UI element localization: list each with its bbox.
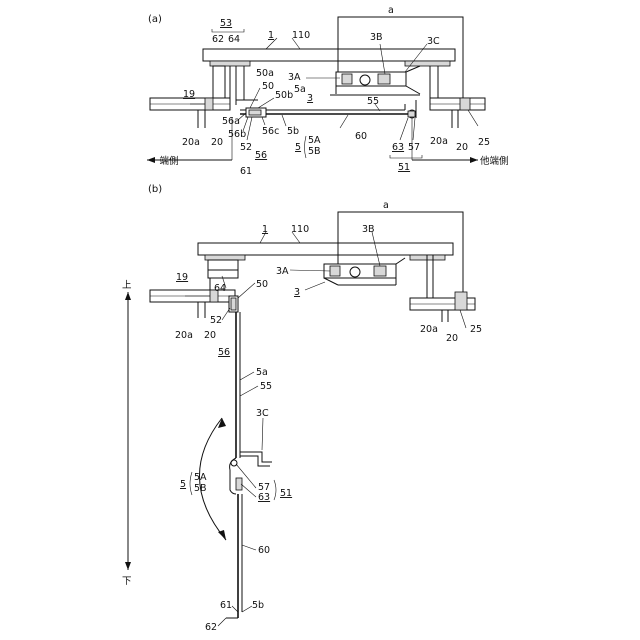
top-plate-b <box>198 243 453 255</box>
brace-51-a <box>390 155 422 158</box>
label-55-b: 55 <box>260 381 272 392</box>
label-20-left-a: 20 <box>211 137 223 148</box>
vertical-top-label: 上 <box>122 280 132 291</box>
direction-right-label: 他端側 <box>480 155 509 167</box>
label-5a-b: 5a <box>256 367 268 378</box>
label-25-a: 25 <box>478 137 490 148</box>
brace-51-b <box>274 480 276 500</box>
vertical-direction-arrow <box>125 292 131 570</box>
label-5b-a: 5b <box>287 126 299 137</box>
label-61-b: 61 <box>220 600 232 611</box>
label-51-a: 51 <box>398 162 410 173</box>
panel-a-caption: (a) <box>148 14 162 25</box>
label-3B-b: 3B <box>362 224 375 235</box>
brace-5-b <box>190 472 192 495</box>
label-60-b: 60 <box>258 545 270 556</box>
label-5-b: 5 <box>180 479 186 490</box>
label-50a-a: 50a <box>256 68 274 79</box>
label-64-b: 64 <box>214 283 226 294</box>
label-62-a: 62 <box>212 34 224 45</box>
label-110-a: 110 <box>292 30 310 41</box>
direction-left-label: 一端側 <box>150 155 179 167</box>
label-1-b: 1 <box>262 224 268 235</box>
panel-body-5-b <box>226 296 272 618</box>
label-3-a: 3 <box>307 93 313 104</box>
label-56a-a: 56a <box>222 116 240 127</box>
label-3-b: 3 <box>294 287 300 298</box>
label-62-b: 62 <box>205 622 217 633</box>
left-frame-a <box>150 98 230 128</box>
label-63-b: 63 <box>258 492 270 503</box>
label-5B-b: 5B <box>194 483 207 494</box>
panel-a: (a) <box>147 5 509 177</box>
label-1-a: 1 <box>268 30 274 41</box>
label-5A-b: 5A <box>194 472 207 483</box>
label-50-a: 50 <box>262 81 274 92</box>
label-20a-right-a: 20a <box>430 136 448 147</box>
vertical-bottom-label: 下 <box>122 576 132 587</box>
label-20-right-b: 20 <box>446 333 458 344</box>
label-50b-a: 50b <box>275 90 293 101</box>
top-plate-a <box>203 49 455 61</box>
label-5a-a: 5a <box>294 84 306 95</box>
label-64-a: 64 <box>228 34 240 45</box>
label-3C-a: 3C <box>427 36 440 47</box>
label-56-b: 56 <box>218 347 230 358</box>
label-5-a: 5 <box>295 142 301 153</box>
plate-studs-a <box>210 61 450 66</box>
label-61-a: 61 <box>240 166 252 177</box>
label-3C-b: 3C <box>256 408 269 419</box>
label-50-b: 50 <box>256 279 268 290</box>
label-60-a: 60 <box>355 131 367 142</box>
label-52-b: 52 <box>210 315 222 326</box>
label-20a-right-b: 20a <box>420 324 438 335</box>
label-20-right-a: 20 <box>456 142 468 153</box>
label-20a-left-a: 20a <box>182 137 200 148</box>
label-3A-b: 3A <box>276 266 289 277</box>
label-56c-a: 56c <box>262 126 279 137</box>
label-57-a: 57 <box>408 142 420 153</box>
label-a-b: a <box>383 200 389 211</box>
label-53-a: 53 <box>220 18 232 29</box>
label-55-a: 55 <box>367 96 379 107</box>
label-56-a: 56 <box>255 150 267 161</box>
label-52-a: 52 <box>240 142 252 153</box>
label-a-a: a <box>388 5 394 16</box>
label-110-b: 110 <box>291 224 309 235</box>
label-5A-a: 5A <box>308 135 321 146</box>
label-3A-a: 3A <box>288 72 301 83</box>
brace-53-a <box>212 29 244 32</box>
mechanism-3-b <box>324 258 405 285</box>
right-frame-b <box>410 255 475 322</box>
plate-studs-b <box>205 255 445 260</box>
label-20-left-b: 20 <box>204 330 216 341</box>
label-3B-a: 3B <box>370 32 383 43</box>
label-20a-left-b: 20a <box>175 330 193 341</box>
panel-b: (b) <box>122 184 482 633</box>
brace-5-a <box>305 136 307 158</box>
label-51-b: 51 <box>280 488 292 499</box>
label-5B-a: 5B <box>308 146 321 157</box>
label-19-a: 19 <box>183 89 195 100</box>
panel-b-caption: (b) <box>148 184 162 195</box>
label-5b-b: 5b <box>252 600 264 611</box>
label-19-b: 19 <box>176 272 188 283</box>
right-frame-a <box>430 66 485 128</box>
label-63-a: 63 <box>392 142 404 153</box>
label-25-b: 25 <box>470 324 482 335</box>
label-56b-a: 56b <box>228 129 246 140</box>
